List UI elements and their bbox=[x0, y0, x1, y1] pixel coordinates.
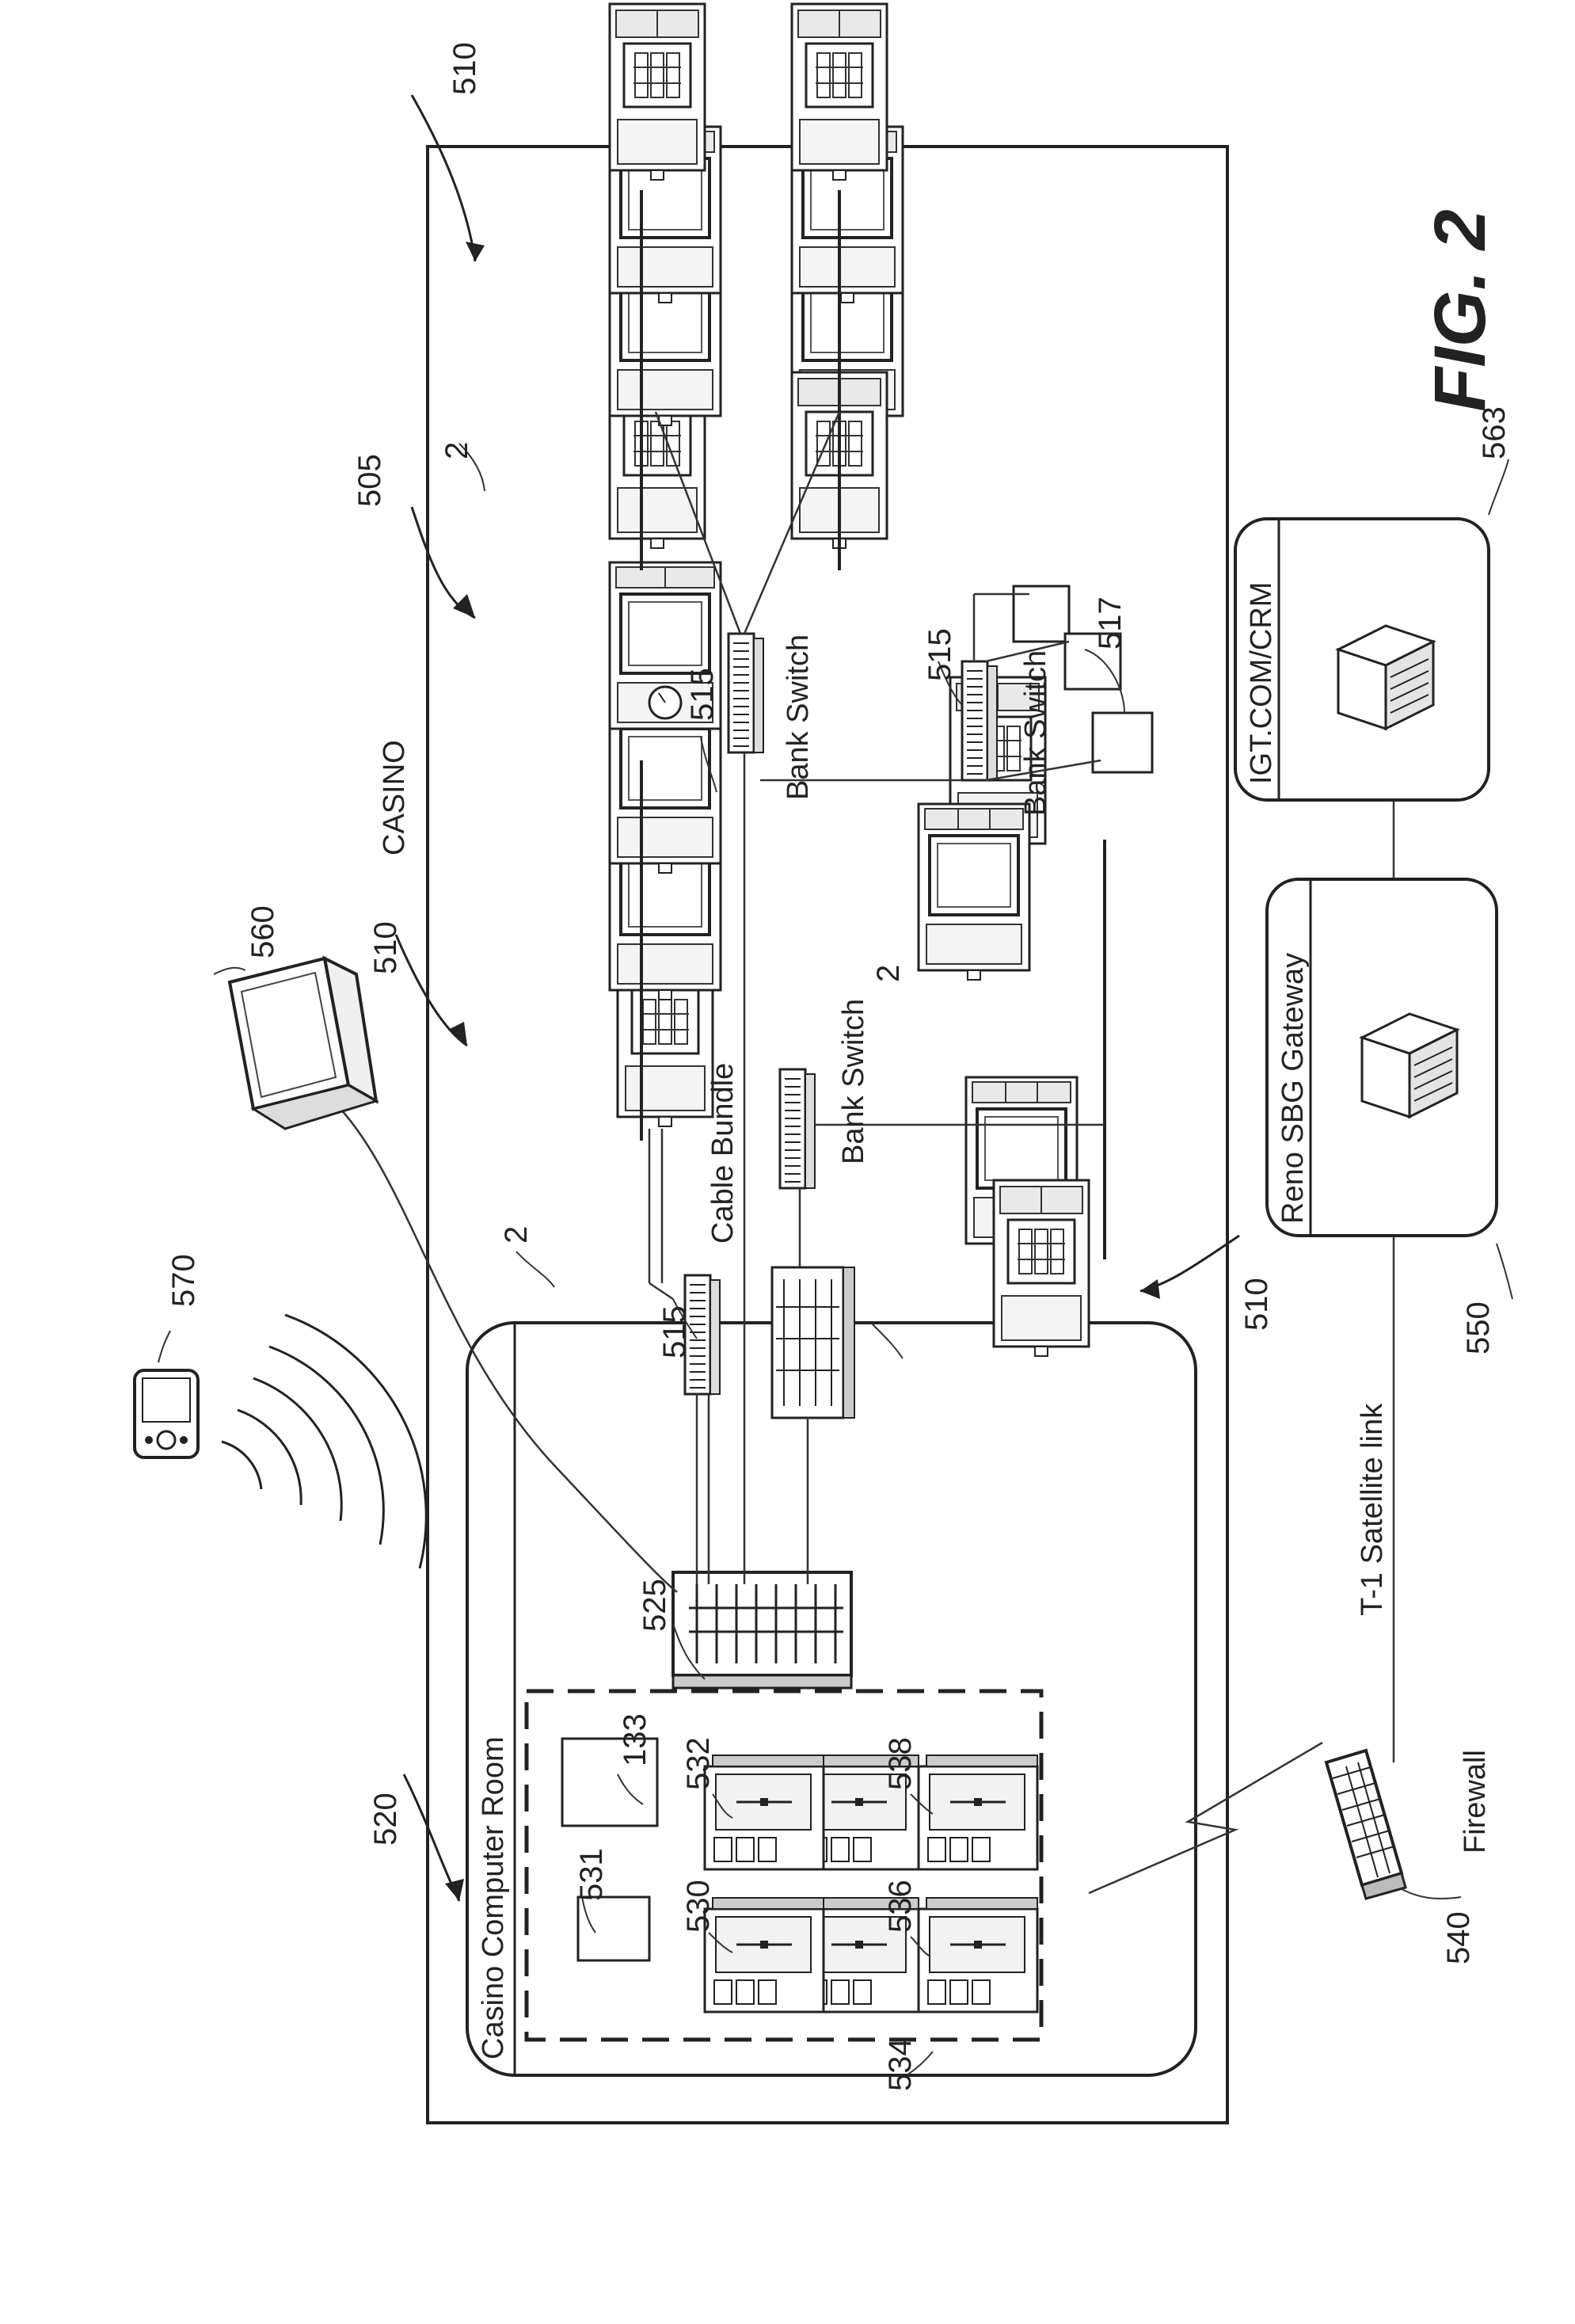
ref-515-lower: 515 bbox=[923, 628, 957, 681]
ref-133: 133 bbox=[618, 1713, 652, 1766]
firewall-icon bbox=[1326, 1751, 1406, 1899]
ref-2-mid: 2 bbox=[871, 965, 906, 982]
gaming-machine-icon bbox=[994, 1180, 1089, 1356]
bank-switch-label-center: Bank Switch bbox=[837, 999, 870, 1164]
ref-531: 531 bbox=[574, 1848, 609, 1901]
bank-switch-icon bbox=[729, 634, 763, 752]
ref-550: 550 bbox=[1461, 1301, 1496, 1354]
main-switch-525 bbox=[673, 1572, 851, 1688]
server-icon bbox=[919, 1755, 1037, 1869]
server-icon bbox=[1338, 626, 1433, 729]
ref-540: 540 bbox=[1441, 1911, 1476, 1964]
pda-icon bbox=[135, 1370, 198, 1457]
ref-534: 534 bbox=[883, 2038, 918, 2091]
ref-570: 570 bbox=[166, 1254, 201, 1307]
crm-label: IGT.COM/CRM bbox=[1245, 582, 1278, 784]
bank-switch-icon bbox=[780, 1069, 815, 1188]
gaming-machine-icon bbox=[792, 4, 887, 180]
server-icon bbox=[705, 1755, 824, 1869]
ref-520: 520 bbox=[368, 1793, 403, 1846]
ref-530: 530 bbox=[681, 1880, 716, 1933]
computer-room-label: Casino Computer Room bbox=[477, 1736, 510, 2059]
server-icon bbox=[919, 1898, 1037, 2012]
figure-title: FIG. 2 bbox=[1420, 209, 1501, 412]
gaming-machine-icon bbox=[610, 4, 705, 180]
bank-switch-label-upper: Bank Switch bbox=[782, 634, 815, 800]
server-icon bbox=[705, 1898, 824, 2012]
ref-2-left: 2 bbox=[499, 1226, 534, 1244]
ref-510-bottom: 510 bbox=[1239, 1278, 1274, 1331]
ref-536: 536 bbox=[883, 1880, 918, 1933]
gateway-label: Reno SBG Gateway bbox=[1276, 953, 1310, 1224]
ref-515-bundle: 515 bbox=[657, 1305, 692, 1358]
device-531-box bbox=[578, 1897, 649, 1960]
ref-510-mid: 510 bbox=[368, 921, 403, 974]
laptop-icon bbox=[230, 958, 376, 1129]
cable-bundle-label: Cable Bundle bbox=[706, 1063, 740, 1244]
wireless-signal-icon bbox=[222, 1315, 426, 1568]
satellite-link-label: T-1 Satellite link bbox=[1356, 1403, 1389, 1616]
ref-563: 563 bbox=[1477, 406, 1512, 459]
ref-515-upper: 515 bbox=[685, 668, 720, 721]
ref-510-top: 510 bbox=[447, 42, 482, 95]
casino-label: CASINO bbox=[378, 740, 411, 855]
device-517-box-c bbox=[1093, 713, 1152, 772]
gaming-machine-icon bbox=[919, 804, 1029, 980]
ref-517: 517 bbox=[1093, 596, 1128, 650]
bank-switch-rack bbox=[772, 1267, 854, 1418]
server-icon bbox=[1362, 1014, 1457, 1117]
ref-525: 525 bbox=[637, 1579, 672, 1632]
ref-560: 560 bbox=[245, 905, 280, 958]
ref-505: 505 bbox=[352, 454, 387, 507]
bank-switch-icon bbox=[962, 661, 997, 780]
ref-532: 532 bbox=[681, 1737, 716, 1790]
ref-538: 538 bbox=[883, 1737, 918, 1790]
ref-2-top: 2 bbox=[439, 442, 474, 459]
firewall-label: Firewall bbox=[1459, 1750, 1492, 1853]
bank-switch-label-lower: Bank Switch bbox=[1019, 650, 1052, 816]
